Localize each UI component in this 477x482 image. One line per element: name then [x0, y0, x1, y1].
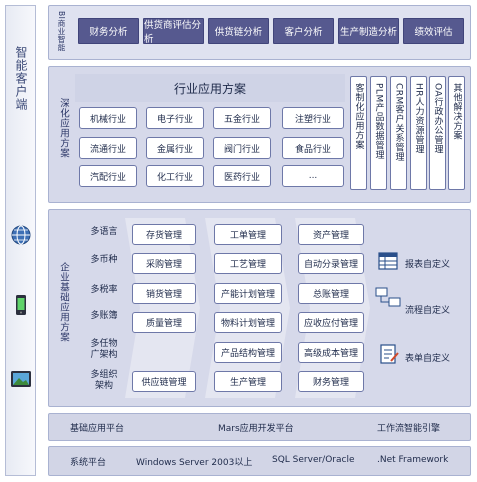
- workflow-icon: [375, 287, 401, 307]
- module-auto-journal[interactable]: 自动分录管理: [298, 253, 364, 274]
- module-supply-chain[interactable]: 供应链管理: [132, 371, 196, 392]
- mobile-phone-icon: [16, 295, 26, 315]
- system-platform: [48, 446, 471, 476]
- enterprise-layer-label: 企业基础应用方案: [58, 262, 69, 342]
- workflow-engine: 工作流智能引擎: [377, 424, 441, 434]
- industry-card-pharmaceutical[interactable]: 医药行业: [213, 165, 271, 187]
- industry-card-distribution[interactable]: 流通行业: [79, 137, 137, 159]
- module-product-structure[interactable]: 产品结构管理: [214, 342, 282, 363]
- industry-title-bar: [75, 74, 345, 102]
- sidebar-title: 智能客户端: [14, 46, 28, 111]
- industry-card-chemical[interactable]: 化工行业: [146, 165, 204, 187]
- module-purchasing[interactable]: 采购管理: [132, 253, 196, 274]
- module-advanced-cost[interactable]: 高级成本管理: [298, 342, 364, 363]
- report-table-icon: [378, 252, 398, 270]
- bi-button-supplier-evaluation[interactable]: 供货商评估分析: [143, 18, 204, 45]
- module-sales[interactable]: 销货管理: [132, 283, 196, 304]
- base-platform-label: 基础应用平台: [70, 424, 125, 434]
- base-application-platform: [48, 413, 471, 441]
- extension-report-custom[interactable]: 报表自定义: [405, 260, 451, 270]
- industry-card-more[interactable]: ...: [282, 165, 344, 187]
- module-capacity-planning[interactable]: 产能计划管理: [214, 283, 282, 304]
- feature-multi-currency: 多币种: [90, 255, 118, 265]
- extension-form-custom[interactable]: 表单自定义: [405, 354, 451, 364]
- industry-card-machinery[interactable]: 机械行业: [79, 107, 137, 129]
- module-assets[interactable]: 资产管理: [298, 224, 364, 245]
- module-work-order[interactable]: 工单管理: [214, 224, 282, 245]
- system-item-database: SQL Server/Oracle: [272, 455, 355, 465]
- system-platform-label: 系统平台: [70, 458, 107, 468]
- feature-multi-language: 多语言: [90, 227, 118, 237]
- solution-column-oa[interactable]: OA行政办公管理: [429, 76, 446, 190]
- bi-button-customer-analysis[interactable]: 客户分析: [273, 18, 334, 44]
- industry-card-injection-molding[interactable]: 注塑行业: [282, 107, 344, 129]
- bi-button-supply-chain-analysis[interactable]: 供货链分析: [208, 18, 269, 44]
- bi-button-finance-analysis[interactable]: 财务分析: [78, 18, 139, 44]
- module-general-ledger[interactable]: 总账管理: [298, 283, 364, 304]
- mars-platform: Mars应用开发平台: [218, 424, 294, 434]
- industry-card-metal[interactable]: 金属行业: [146, 137, 204, 159]
- module-quality[interactable]: 质量管理: [132, 312, 196, 333]
- solution-column-other[interactable]: 其他解决方案: [448, 76, 465, 190]
- industry-title: 行业应用方案: [173, 82, 246, 96]
- solution-column-crm[interactable]: CRM客户关系管理: [390, 76, 407, 190]
- industry-card-valve[interactable]: 阀门行业: [213, 137, 271, 159]
- solution-column-plm[interactable]: PLM产品数据管理: [370, 76, 387, 190]
- system-item-dotnet: .Net Framework: [377, 455, 449, 465]
- feature-multi-tax-rate: 多税率: [90, 285, 118, 295]
- extension-workflow-custom[interactable]: 流程自定义: [405, 306, 451, 316]
- feature-multi-factory-structure: 多任物广架构: [90, 339, 118, 360]
- system-item-windows-server: Windows Server 2003以上: [136, 458, 253, 468]
- industry-card-auto-parts[interactable]: 汽配行业: [79, 165, 137, 187]
- module-production[interactable]: 生产管理: [214, 371, 282, 392]
- form-edit-icon: [380, 344, 399, 364]
- bi-label: BI商业智能: [57, 11, 66, 52]
- solution-column-customized[interactable]: 客制化应用方案: [350, 76, 367, 190]
- feature-multi-ledger: 多账簿: [90, 311, 118, 321]
- industry-card-hardware[interactable]: 五金行业: [213, 107, 271, 129]
- solution-column-hr[interactable]: HR人力资源管理: [410, 76, 427, 190]
- bi-button-manufacturing-analysis[interactable]: 生产制造分析: [338, 18, 399, 44]
- module-inventory[interactable]: 存货管理: [132, 224, 196, 245]
- module-finance[interactable]: 财务管理: [298, 371, 364, 392]
- tablet-icon: [11, 371, 31, 387]
- industry-card-food[interactable]: 食品行业: [282, 137, 344, 159]
- industry-card-electronics[interactable]: 电子行业: [146, 107, 204, 129]
- module-receivables-payables[interactable]: 应收应付管理: [298, 312, 364, 333]
- bi-button-performance-evaluation[interactable]: 绩效评估: [403, 18, 464, 44]
- globe-icon: [11, 225, 31, 245]
- industry-layer-label: 深化应用方案: [58, 98, 69, 158]
- smart-client-sidebar: 智能客户端: [5, 5, 36, 476]
- module-material-planning[interactable]: 物料计划管理: [214, 312, 282, 333]
- module-process[interactable]: 工艺管理: [214, 253, 282, 274]
- feature-multi-org-structure: 多组织架构: [90, 370, 118, 391]
